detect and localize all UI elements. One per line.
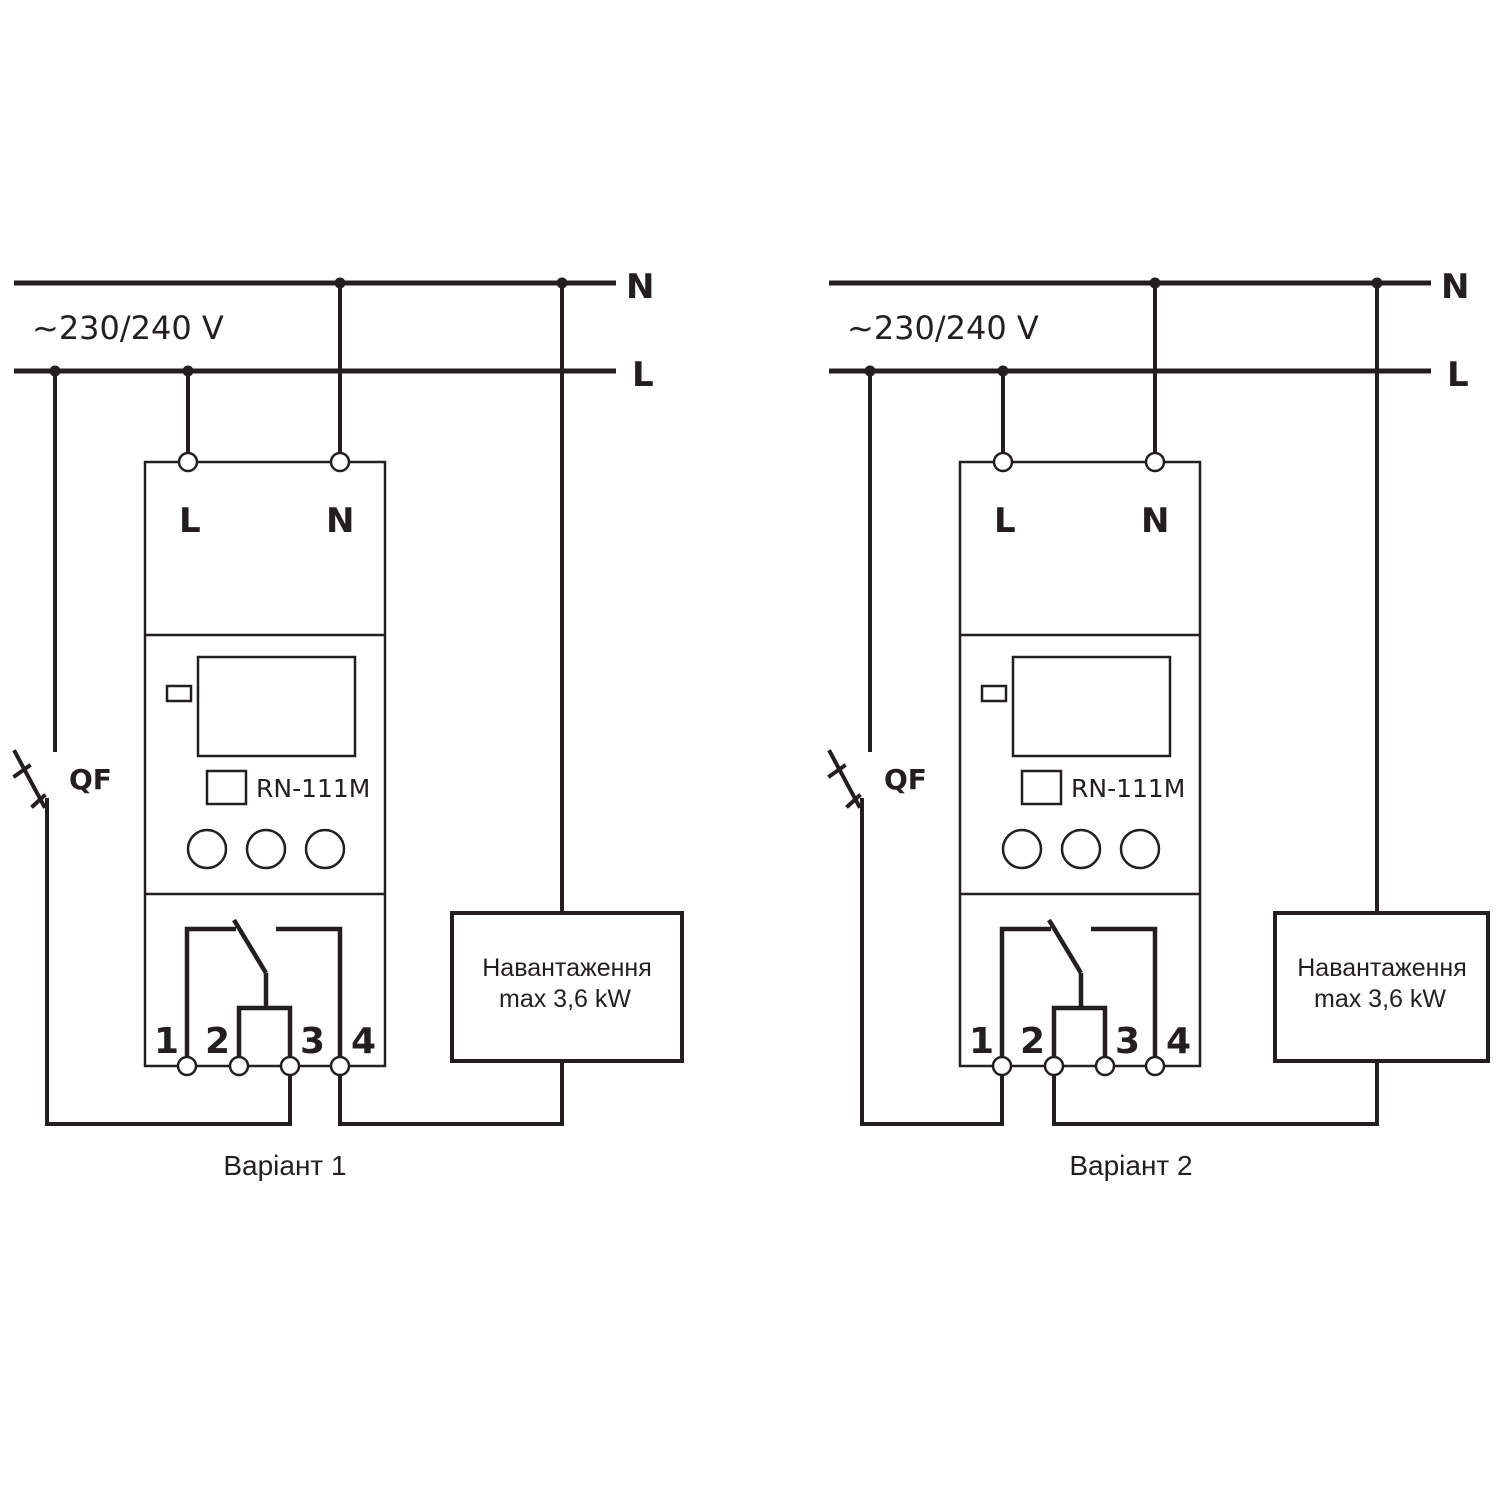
device-button-2 [245,828,287,870]
variant-1-diagram: N L ~230/240 V QF L N RN-111M [12,267,684,1181]
bus-label-l: L [632,355,654,395]
terminal-2 [228,1055,250,1077]
wire-breaker-to-terminal-1 [860,798,1004,1126]
relay-contact-wire-1 [999,926,1051,1066]
breaker-switch-mark [827,763,847,779]
status-led [165,684,193,703]
contact-number-4: 4 [351,1021,376,1062]
load-power-label: max 3,6 kW [499,985,631,1013]
breaker-switch-mark [845,793,862,809]
model-label: RN-111M [256,774,370,803]
load-box [1273,911,1490,1063]
terminal-l [177,451,199,473]
load-label: Навантаження [1297,954,1467,982]
bus-label-l: L [1447,355,1469,395]
contact-number-2: 2 [1020,1021,1045,1062]
model-label: RN-111M [1071,774,1185,803]
indicator-square [205,769,248,806]
relay-contact-wire-1 [184,926,236,1066]
terminal-2 [1043,1055,1065,1077]
device-terminal-label-n: N [1141,501,1169,541]
relay-contact-wire-4 [1091,926,1158,1066]
wire-breaker-to-terminal-3 [45,798,292,1126]
bus-label-n: N [626,267,654,307]
terminal-4 [1144,1055,1166,1077]
load-label: Навантаження [482,954,652,982]
relay-contact-bridge [1051,1005,1108,1066]
display-screen [196,655,357,758]
relay-contact-blade [1047,918,1083,975]
bus-label-n: N [1441,267,1469,307]
breaker-switch-mark [30,793,47,809]
terminal-l [992,451,1014,473]
load-power-label: max 3,6 kW [1314,985,1446,1013]
variant-2-diagram: N L ~230/240 V QF L N RN-111M 1 [827,267,1490,1181]
device-button-1 [1001,828,1043,870]
contact-number-4: 4 [1166,1021,1191,1062]
contact-number-1: 1 [154,1021,179,1062]
relay-contact-bridge [236,1005,293,1066]
relay-contact-wire-4 [276,926,343,1066]
terminal-4 [329,1055,351,1077]
contact-number-2: 2 [205,1021,230,1062]
device-button-2 [1060,828,1102,870]
display-screen [1011,655,1172,758]
variant-caption: Варіант 1 [223,1150,346,1181]
relay-device-body [958,460,1202,1068]
indicator-square [1020,769,1063,806]
contact-number-1: 1 [969,1021,994,1062]
contact-number-3: 3 [1115,1021,1140,1062]
device-button-1 [186,828,228,870]
relay-device-body [143,460,387,1068]
terminal-1 [176,1055,198,1077]
device-terminal-label-l: L [179,501,201,541]
breaker-switch-lever [12,749,47,809]
terminal-3 [1094,1055,1116,1077]
breaker-switch-mark [12,763,32,779]
breaker-switch-lever [827,749,862,809]
terminal-3 [279,1055,301,1077]
wire-terminal-4-to-load [338,1059,564,1126]
device-button-3 [1119,828,1161,870]
voltage-label: ~230/240 V [32,309,224,347]
breaker-label: QF [69,763,112,796]
device-terminal-label-n: N [326,501,354,541]
terminal-n [329,451,351,473]
device-terminal-label-l: L [994,501,1016,541]
voltage-label: ~230/240 V [847,309,1039,347]
relay-contact-blade [232,918,268,975]
variant-caption: Варіант 2 [1069,1150,1192,1181]
breaker-label: QF [884,763,927,796]
contact-number-3: 3 [300,1021,325,1062]
terminal-n [1144,451,1166,473]
status-led [980,684,1008,703]
device-button-3 [304,828,346,870]
load-box [450,911,684,1063]
terminal-1 [991,1055,1013,1077]
wire-terminal-2-to-load [1052,1059,1379,1126]
